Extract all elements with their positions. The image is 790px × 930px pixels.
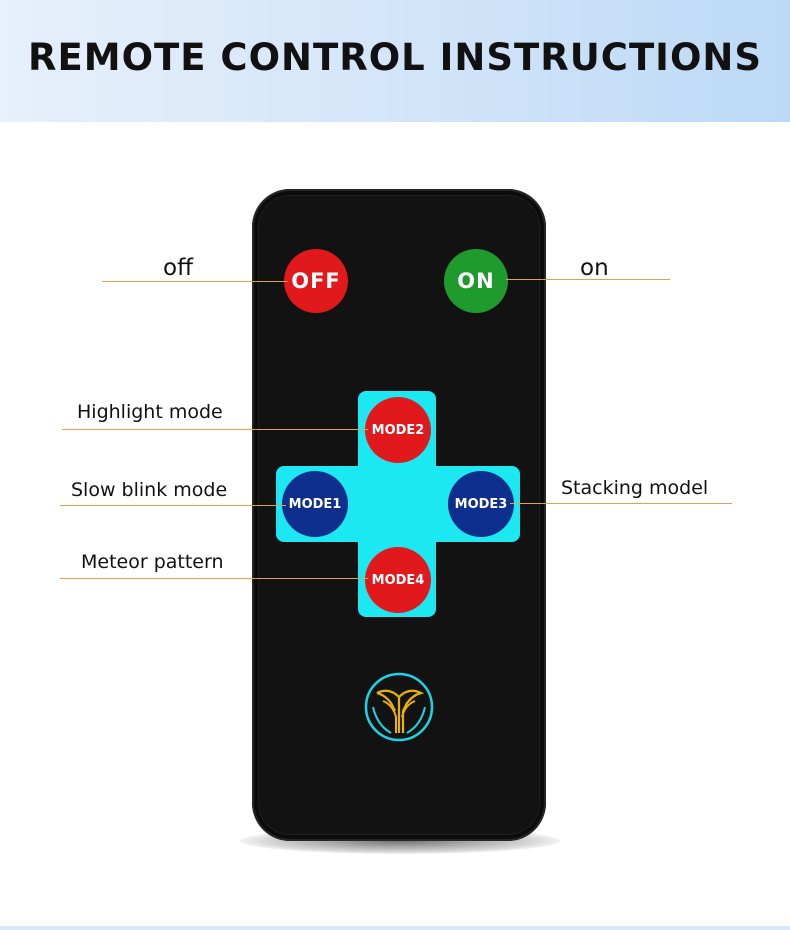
meteor-pattern-label: Meteor pattern	[81, 551, 224, 573]
off-label: off	[163, 255, 193, 281]
footer-divider	[0, 926, 790, 930]
brand-logo-icon	[364, 672, 434, 742]
off-button[interactable]: OFF	[284, 249, 348, 313]
mode3-button[interactable]: MODE3	[448, 471, 514, 537]
mode2-callout-line	[62, 429, 368, 430]
mode4-callout-line	[60, 578, 368, 579]
mode3-callout-line	[510, 503, 732, 504]
mode2-button[interactable]: MODE2	[365, 397, 431, 463]
highlight-mode-label: Highlight mode	[77, 401, 223, 423]
on-button[interactable]: ON	[444, 249, 508, 313]
on-callout-line	[506, 279, 670, 280]
slow-blink-mode-label: Slow blink mode	[71, 479, 228, 501]
on-label: on	[580, 255, 609, 281]
off-callout-line	[102, 281, 288, 282]
header-banner	[0, 0, 790, 122]
page-title: REMOTE CONTROL INSTRUCTIONS	[27, 36, 763, 79]
stacking-model-label: Stacking model	[561, 477, 709, 499]
mode4-button[interactable]: MODE4	[365, 547, 431, 613]
mode1-button[interactable]: MODE1	[282, 471, 348, 537]
mode1-callout-line	[60, 505, 286, 506]
